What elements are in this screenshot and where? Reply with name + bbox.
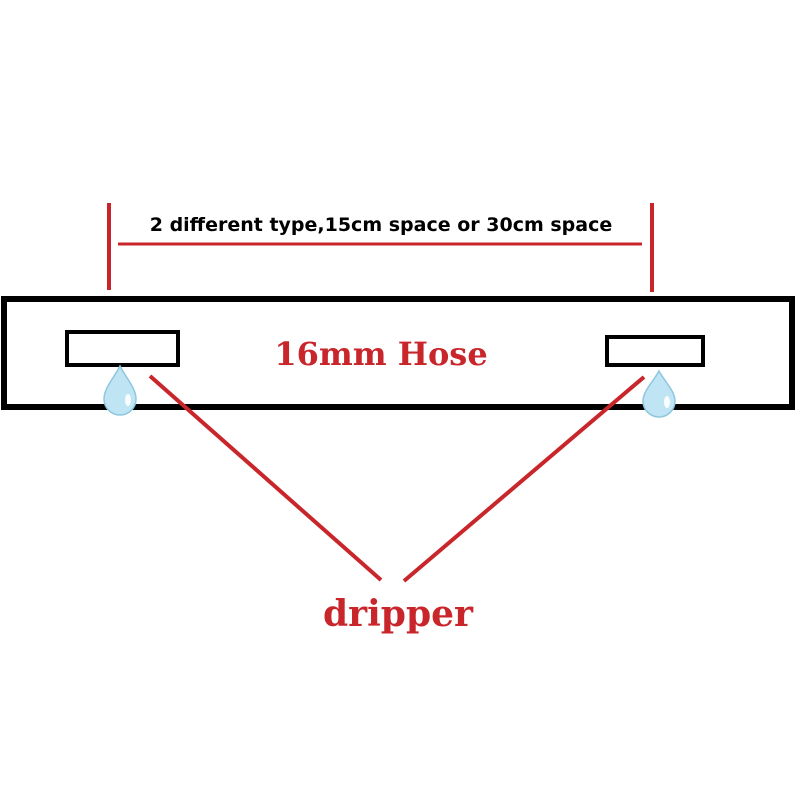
water-droplet-icon bbox=[103, 364, 137, 416]
dripper-pointer-left bbox=[148, 374, 383, 582]
spacing-label: 2 different type,15cm space or 30cm spac… bbox=[150, 214, 613, 236]
hose-label: 16mm Hose bbox=[274, 335, 487, 373]
dripper-slot-left bbox=[65, 330, 180, 367]
dripper-pointer-right bbox=[402, 375, 646, 583]
dripper-label: dripper bbox=[323, 593, 474, 635]
water-droplet-icon bbox=[642, 369, 676, 418]
dripper-slot-right bbox=[605, 335, 705, 367]
spacing-dimension: 2 different type,15cm space or 30cm spac… bbox=[107, 203, 654, 292]
